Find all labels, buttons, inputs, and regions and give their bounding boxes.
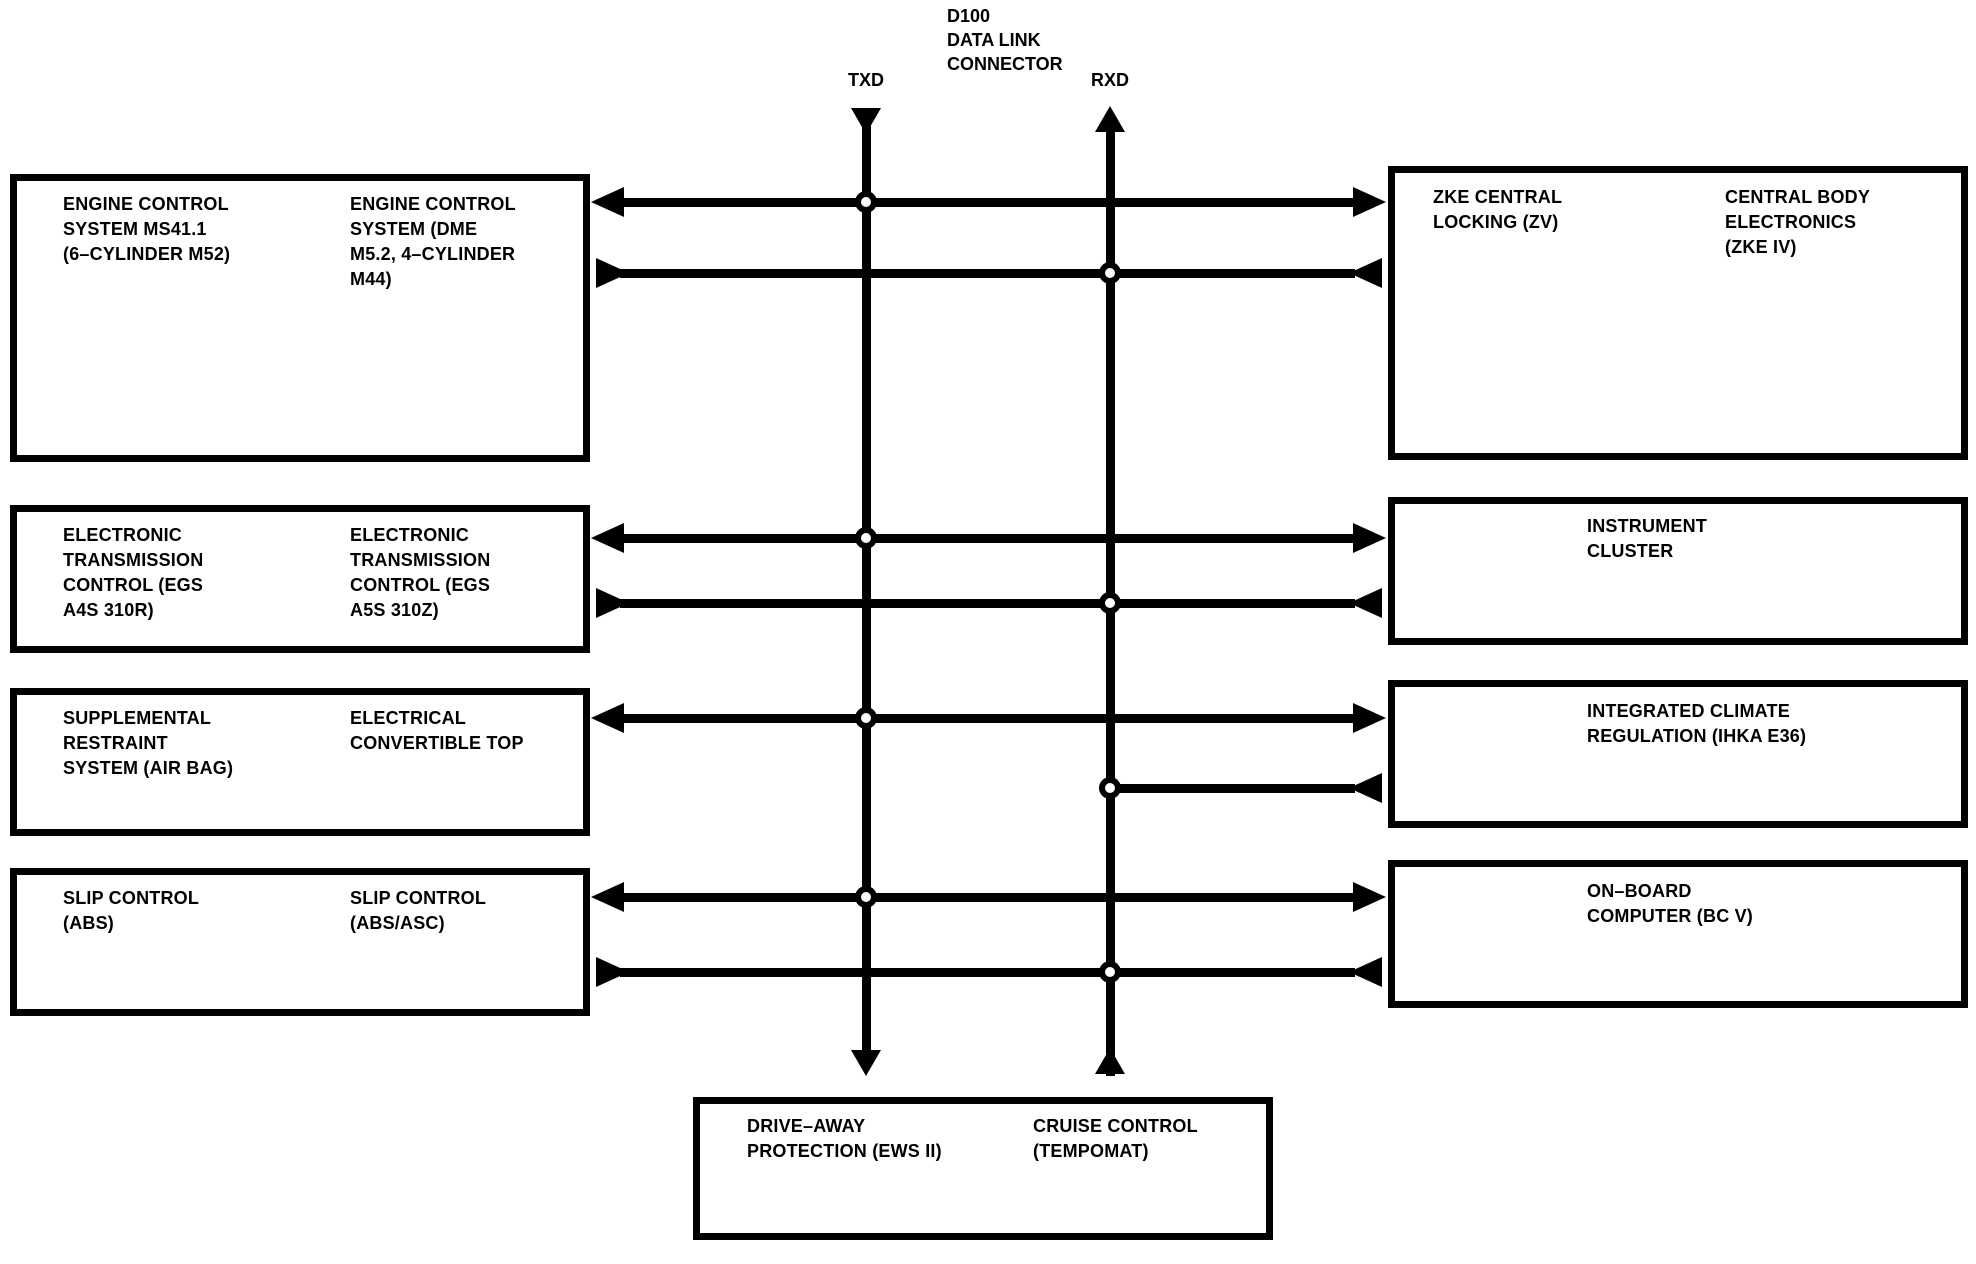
junction-dot-txd: [855, 707, 877, 729]
module-text: ELECTRONIC TRANSMISSION CONTROL (EGS A5S…: [350, 525, 491, 620]
bus-row-1-out: [0, 186, 1976, 218]
arrowhead-tail-left-icon: [1349, 773, 1382, 803]
wire: [620, 968, 1355, 977]
module-box-engine-control: ENGINE CONTROL SYSTEM MS41.1 (6–CYLINDER…: [10, 174, 590, 462]
rxd-bottom-arrow-icon: [1095, 1048, 1125, 1074]
txd-bus-line: [862, 126, 871, 1054]
module-text: SLIP CONTROL (ABS): [63, 888, 200, 933]
module-text: ON–BOARD COMPUTER (BC V): [1587, 881, 1753, 926]
txd-label: TXD: [848, 70, 884, 90]
module-text: ZKE CENTRAL LOCKING (ZV): [1433, 187, 1563, 232]
module-text: ENGINE CONTROL SYSTEM (DME M5.2, 4–CYLIN…: [350, 194, 516, 289]
bus-row-3-in: [0, 772, 1976, 804]
module-box-on-board-computer: ON–BOARD COMPUTER (BC V): [1388, 860, 1968, 1008]
module-text: INTEGRATED CLIMATE REGULATION (IHKA E36): [1587, 701, 1807, 746]
wire: [612, 534, 1360, 543]
arrowhead-right-icon: [1353, 523, 1386, 553]
wire: [612, 893, 1360, 902]
module-box-instrument-cluster: INSTRUMENT CLUSTER: [1388, 497, 1968, 645]
module-text: SLIP CONTROL (ABS/ASC): [350, 888, 487, 933]
arrowhead-tail-left-icon: [1349, 258, 1382, 288]
wire: [620, 269, 1355, 278]
module-text: INSTRUMENT CLUSTER: [1587, 516, 1707, 561]
arrowhead-tail-left-icon: [1349, 588, 1382, 618]
arrowhead-right-icon: [1353, 703, 1386, 733]
module-box-climate-regulation: INTEGRATED CLIMATE REGULATION (IHKA E36): [1388, 680, 1968, 828]
module-text: CENTRAL BODY ELECTRONICS (ZKE IV): [1725, 187, 1871, 257]
bus-row-4-in: [0, 956, 1976, 988]
wire: [612, 714, 1360, 723]
junction-dot-txd: [855, 527, 877, 549]
junction-dot-rxd: [1099, 592, 1121, 614]
wire: [1104, 784, 1355, 793]
junction-dot-txd: [855, 886, 877, 908]
junction-dot-txd: [855, 191, 877, 213]
rxd-label: RXD: [1090, 70, 1129, 90]
module-box-srs-convertible-top: SUPPLEMENTAL RESTRAINT SYSTEM (AIR BAG) …: [10, 688, 590, 836]
arrowhead-right-icon: [1353, 882, 1386, 912]
module-text: ELECTRONIC TRANSMISSION CONTROL (EGS A4S…: [63, 525, 204, 620]
junction-dot-rxd: [1099, 777, 1121, 799]
bus-row-3-out: [0, 702, 1976, 734]
bus-row-2-in: [0, 587, 1976, 619]
bus-row-4-out: [0, 881, 1976, 913]
module-text: ELECTRICAL CONVERTIBLE TOP: [350, 708, 524, 753]
module-box-slip-control: SLIP CONTROL (ABS) SLIP CONTROL (ABS/ASC…: [10, 868, 590, 1016]
bus-row-1-in: [0, 257, 1976, 289]
rxd-top-arrow-icon: [1095, 106, 1125, 132]
data-link-connector-label: D100 DATA LINK CONNECTOR: [947, 6, 1063, 74]
module-text: SUPPLEMENTAL RESTRAINT SYSTEM (AIR BAG): [63, 708, 234, 778]
arrowhead-tail-left-icon: [1349, 957, 1382, 987]
bus-row-2-out: [0, 522, 1976, 554]
junction-dot-rxd: [1099, 262, 1121, 284]
module-box-zke-central-body: ZKE CENTRAL LOCKING (ZV) CENTRAL BODY EL…: [1388, 166, 1968, 460]
module-box-ews-cruise-control: DRIVE–AWAY PROTECTION (EWS II) CRUISE CO…: [693, 1097, 1273, 1240]
module-box-transmission-control: ELECTRONIC TRANSMISSION CONTROL (EGS A4S…: [10, 505, 590, 653]
arrowhead-right-icon: [1353, 187, 1386, 217]
module-text: ENGINE CONTROL SYSTEM MS41.1 (6–CYLINDER…: [63, 194, 231, 264]
wire: [620, 599, 1355, 608]
module-text: DRIVE–AWAY PROTECTION (EWS II): [747, 1116, 942, 1161]
junction-dot-rxd: [1099, 961, 1121, 983]
wire: [612, 198, 1360, 207]
module-text: CRUISE CONTROL (TEMPOMAT): [1033, 1116, 1198, 1161]
txd-bottom-arrow-icon: [851, 1050, 881, 1076]
